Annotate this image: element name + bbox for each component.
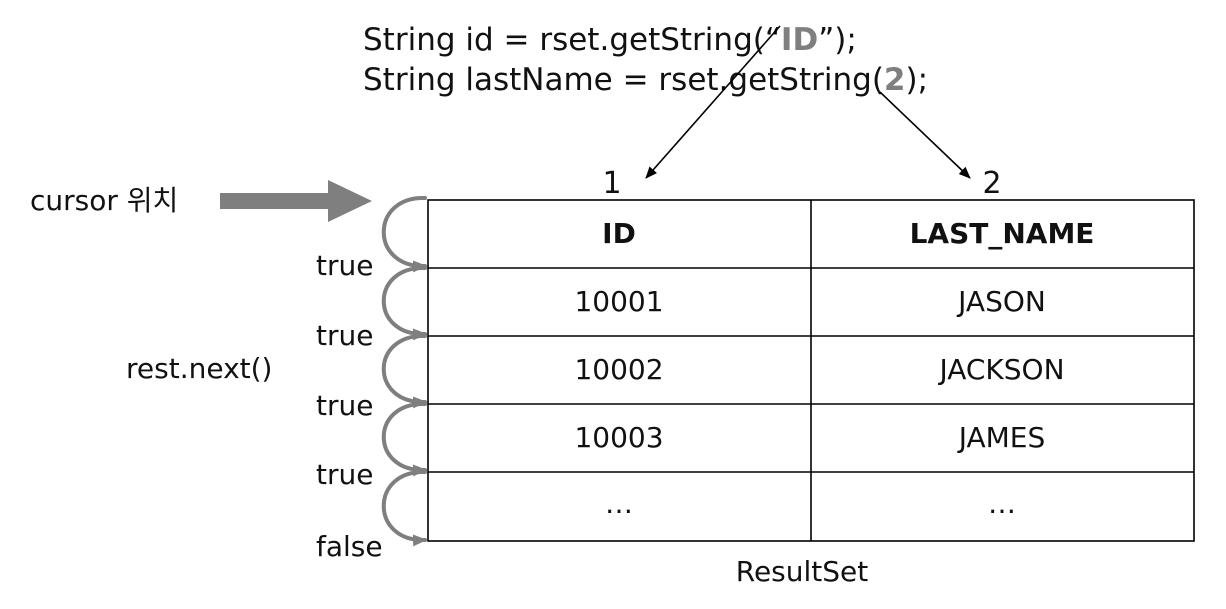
table-cell-last-name: JASON: [956, 285, 1046, 318]
loop-arrow-4: [381, 401, 427, 477]
column-index-2: 2: [982, 166, 1001, 201]
cursor-block-arrow: [220, 180, 372, 222]
table-header-id: ID: [602, 217, 636, 250]
loop-arrow-1: [381, 195, 427, 273]
table-cell-id: …: [605, 487, 633, 520]
next-result-2: true: [316, 319, 373, 352]
loop-arrow-5: [381, 469, 427, 547]
loop-arrow-2: [381, 265, 427, 341]
cursor-label: cursor 위치: [30, 184, 178, 217]
next-result-3: true: [316, 389, 373, 422]
next-result-1: true: [316, 249, 373, 282]
code-line-getstring-index: String lastName = rset.getString(2);: [363, 62, 928, 98]
pointer-arrow-column-2: [879, 91, 971, 179]
code-line-getstring-id: String id = rset.getString(“ID”);: [363, 22, 857, 58]
next-result-4: true: [316, 458, 373, 491]
table-caption: ResultSet: [736, 555, 869, 588]
column-index-1: 1: [602, 166, 621, 201]
table-cell-last-name: …: [988, 487, 1016, 520]
resultset-table: [427, 199, 1195, 542]
next-loop-arrows: [381, 195, 427, 547]
next-call-label: rest.next(): [126, 352, 272, 385]
table-cell-last-name: JAMES: [957, 421, 1046, 454]
table-cell-id: 10002: [574, 353, 663, 386]
table-cell-id: 10003: [574, 421, 663, 454]
table-cell-id: 10001: [574, 285, 663, 318]
next-result-5: false: [316, 530, 383, 563]
table-header-last-name: LAST_NAME: [910, 217, 1095, 250]
loop-arrow-3: [381, 333, 427, 409]
table-cell-last-name: JACKSON: [937, 353, 1064, 386]
pointer-arrow-column-1: [645, 25, 781, 179]
